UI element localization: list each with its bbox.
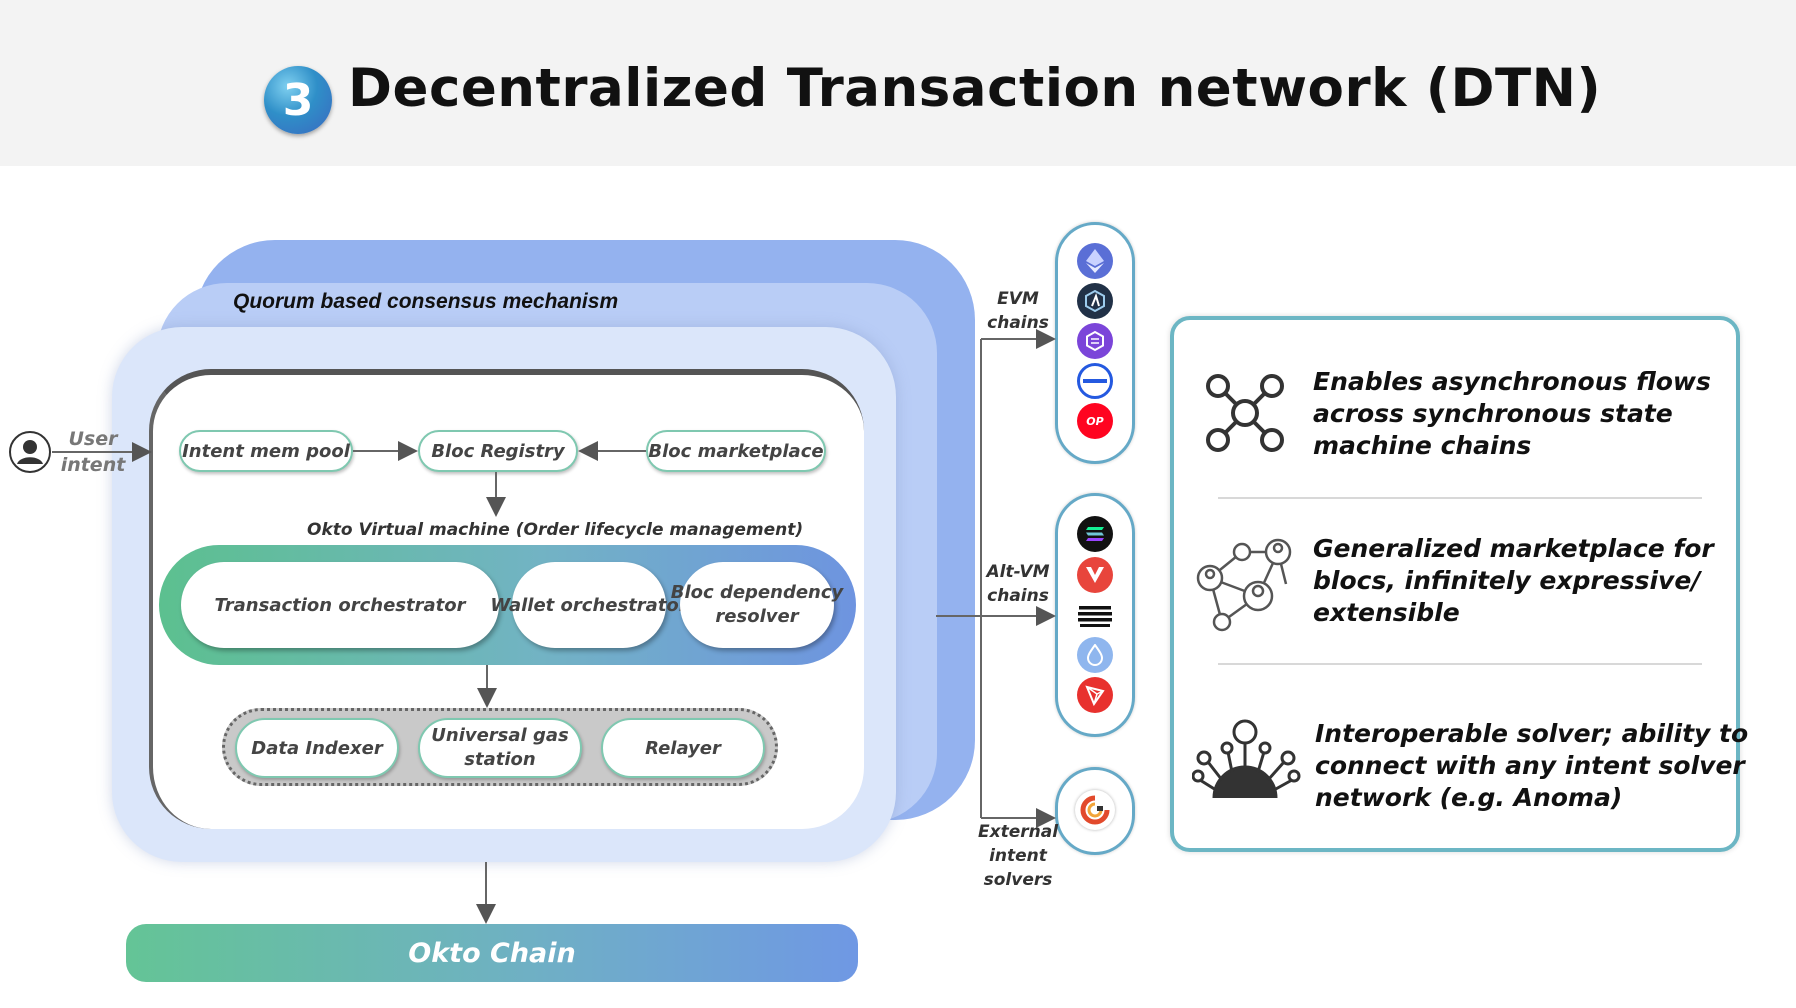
page-title: Decentralized Transaction network (DTN)	[348, 58, 1602, 119]
feature-divider-2	[1218, 663, 1702, 665]
bloc-dependency-line2: resolver	[715, 606, 799, 627]
intent-mem-pool-node: Intent mem pool	[179, 430, 353, 472]
relayer-label: Relayer	[645, 737, 721, 759]
optimism-icon: OP	[1077, 403, 1113, 439]
feature1-line3: machine chains	[1313, 431, 1532, 460]
wallet-orchestrator-label: Wallet orchestrator	[490, 594, 688, 616]
transaction-orchestrator-node: Transaction orchestrator	[181, 562, 499, 648]
tron-icon	[1077, 677, 1113, 713]
gas-line1: Universal gas	[431, 725, 569, 746]
wallet-orchestrator-node: Wallet orchestrator	[490, 562, 688, 648]
feature1-line1: Enables asynchronous flows	[1313, 367, 1711, 396]
sui-icon	[1077, 637, 1113, 673]
external-solvers-capsule	[1055, 767, 1135, 855]
feature-marketplace-text: Generalized marketplace for blocs, infin…	[1313, 533, 1714, 629]
bloc-marketplace-label: Bloc marketplace	[648, 440, 824, 462]
transaction-orchestrator-label: Transaction orchestrator	[214, 594, 466, 616]
evm-line2: chains	[987, 313, 1049, 333]
feature2-line1: Generalized marketplace for	[1313, 534, 1714, 563]
solana-icon	[1077, 516, 1113, 552]
user-icon	[8, 430, 52, 474]
feature3-line3: network (e.g. Anoma)	[1315, 783, 1623, 812]
bloc-registry-node: Bloc Registry	[418, 430, 578, 472]
polygon-icon	[1077, 323, 1113, 359]
bloc-marketplace-node: Bloc marketplace	[646, 430, 826, 472]
bloc-registry-label: Bloc Registry	[431, 440, 565, 462]
intent-mem-pool-label: Intent mem pool	[182, 440, 350, 462]
okto-chain-label: Okto Chain	[408, 937, 576, 969]
bloc-dependency-line1: Bloc dependency	[670, 582, 844, 603]
data-indexer-node: Data Indexer	[235, 718, 399, 778]
bloc-dependency-resolver-node: Bloc dependency resolver	[671, 562, 843, 648]
base-icon	[1077, 363, 1113, 399]
evm-chains-label: EVM chains	[984, 287, 1052, 335]
altvm-line2: chains	[987, 586, 1049, 606]
feature3-line2: connect with any intent solver	[1315, 751, 1745, 780]
user-label-line2: intent	[60, 454, 126, 476]
interoperable-solver-icon	[1191, 718, 1302, 808]
data-indexer-label: Data Indexer	[251, 737, 383, 759]
marketplace-network-icon	[1192, 534, 1302, 634]
aptos-icon	[1077, 597, 1113, 633]
user-intent-label: User intent	[58, 426, 128, 478]
universal-gas-station-node: Universal gas station	[418, 718, 582, 778]
feature3-line1: Interoperable solver; ability to	[1315, 719, 1749, 748]
ext-line2: intent	[989, 846, 1047, 866]
consensus-label: Quorum based consensus mechanism	[233, 290, 619, 313]
feature1-line2: across synchronous state	[1313, 399, 1673, 428]
altvm-line1: Alt-VM	[986, 562, 1050, 582]
evm-line1: EVM	[997, 289, 1039, 309]
feature-interoperable-text: Interoperable solver; ability to connect…	[1315, 718, 1748, 814]
ethereum-icon	[1077, 243, 1113, 279]
anoma-solver-icon	[1075, 790, 1115, 830]
feature-divider-1	[1218, 497, 1702, 499]
feature2-line3: extensible	[1313, 598, 1460, 627]
user-label-line1: User	[68, 428, 118, 450]
altvm-chains-capsule	[1055, 493, 1135, 737]
ext-line3: solvers	[983, 870, 1053, 890]
tezos-v-icon	[1077, 557, 1113, 593]
okto-vm-label: Okto Virtual machine (Order lifecycle ma…	[307, 520, 804, 540]
relayer-node: Relayer	[601, 718, 765, 778]
arbitrum-icon	[1077, 283, 1113, 319]
step-badge: 3	[264, 66, 332, 134]
altvm-chains-label: Alt-VM chains	[984, 560, 1052, 608]
feature-async-text: Enables asynchronous flows across synchr…	[1313, 366, 1711, 462]
okto-chain-bar: Okto Chain	[126, 924, 858, 982]
evm-chains-capsule: OP	[1055, 222, 1135, 464]
async-flow-icon	[1200, 368, 1290, 458]
gas-line2: station	[464, 749, 536, 770]
feature2-line2: blocs, infinitely expressive/	[1313, 566, 1701, 595]
optimism-label: OP	[1086, 414, 1104, 428]
